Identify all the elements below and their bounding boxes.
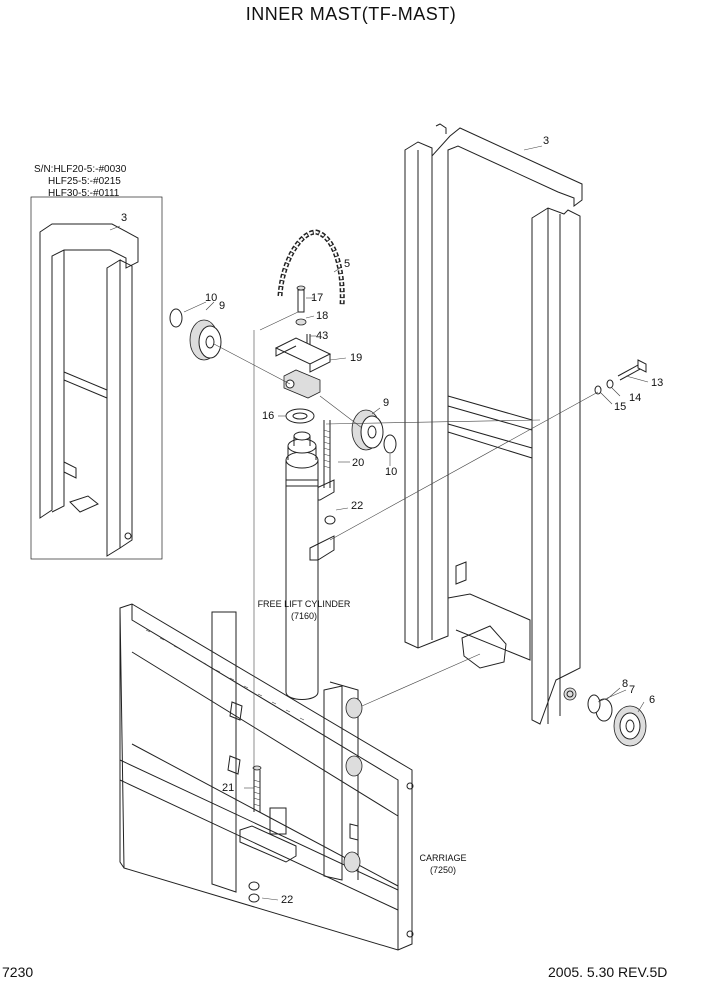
carriage-caption: CARRIAGE (7250) <box>411 852 475 876</box>
free-lift-cylinder-label: FREE LIFT CYLINDER <box>257 599 351 609</box>
callout-14: 14 <box>629 392 642 404</box>
callout-17: 17 <box>311 292 324 304</box>
rod-21 <box>252 765 262 812</box>
callout-9-left: 9 <box>219 300 226 312</box>
nut-22-upper <box>324 515 336 525</box>
bolt-13 <box>594 359 647 395</box>
callout-16: 16 <box>262 410 275 422</box>
callout-7: 7 <box>629 684 636 696</box>
serial-note-2: HLF25-5:-#0215 <box>48 176 121 187</box>
callout-15: 15 <box>614 401 627 413</box>
callout-8: 8 <box>622 678 629 690</box>
free-lift-cylinder <box>285 431 335 700</box>
leader-lines <box>109 145 649 901</box>
nut-22-lower-a <box>248 881 260 891</box>
callout-13: 13 <box>651 377 664 389</box>
free-lift-cylinder-caption: FREE LIFT CYLINDER (7160) <box>246 598 362 622</box>
lift-chain <box>277 229 345 307</box>
carriage-label: CARRIAGE <box>419 853 467 863</box>
page-title: INNER MAST(TF-MAST) <box>245 4 457 24</box>
chain-anchor <box>274 285 332 424</box>
callout-22-upper: 22 <box>351 500 364 512</box>
callout-3-outer: 3 <box>543 135 550 147</box>
callout-19: 19 <box>350 352 363 364</box>
page-code: 7230 <box>2 964 34 980</box>
date-revision: 2005. 5.30 REV.5D <box>548 964 668 980</box>
callout-21: 21 <box>222 782 235 794</box>
serial-note-3: HLF30-5:-#0111 <box>48 188 120 199</box>
callout-18: 18 <box>316 310 329 322</box>
callout-43: 43 <box>316 330 329 342</box>
callout-5: 5 <box>344 258 351 270</box>
callout-6: 6 <box>649 694 656 706</box>
nut-22-lower-b <box>248 893 260 903</box>
rod-20 <box>307 420 335 501</box>
callout-3-inset: 3 <box>121 212 128 224</box>
callout-22-lower: 22 <box>281 894 294 906</box>
callout-9-right: 9 <box>383 397 390 409</box>
inset-variant-mast <box>30 196 163 560</box>
carriage-assembly <box>119 603 414 951</box>
outer-mast-frame <box>404 123 583 725</box>
serial-note-1: S/N:HLF20-5:-#0030 <box>34 164 127 175</box>
free-lift-cylinder-code: (7160) <box>290 611 317 621</box>
carriage-code: (7250) <box>429 865 456 875</box>
callout-10-left: 10 <box>205 292 218 304</box>
rollers <box>169 308 647 747</box>
callout-10-right: 10 <box>385 466 398 478</box>
callout-20: 20 <box>352 457 365 469</box>
